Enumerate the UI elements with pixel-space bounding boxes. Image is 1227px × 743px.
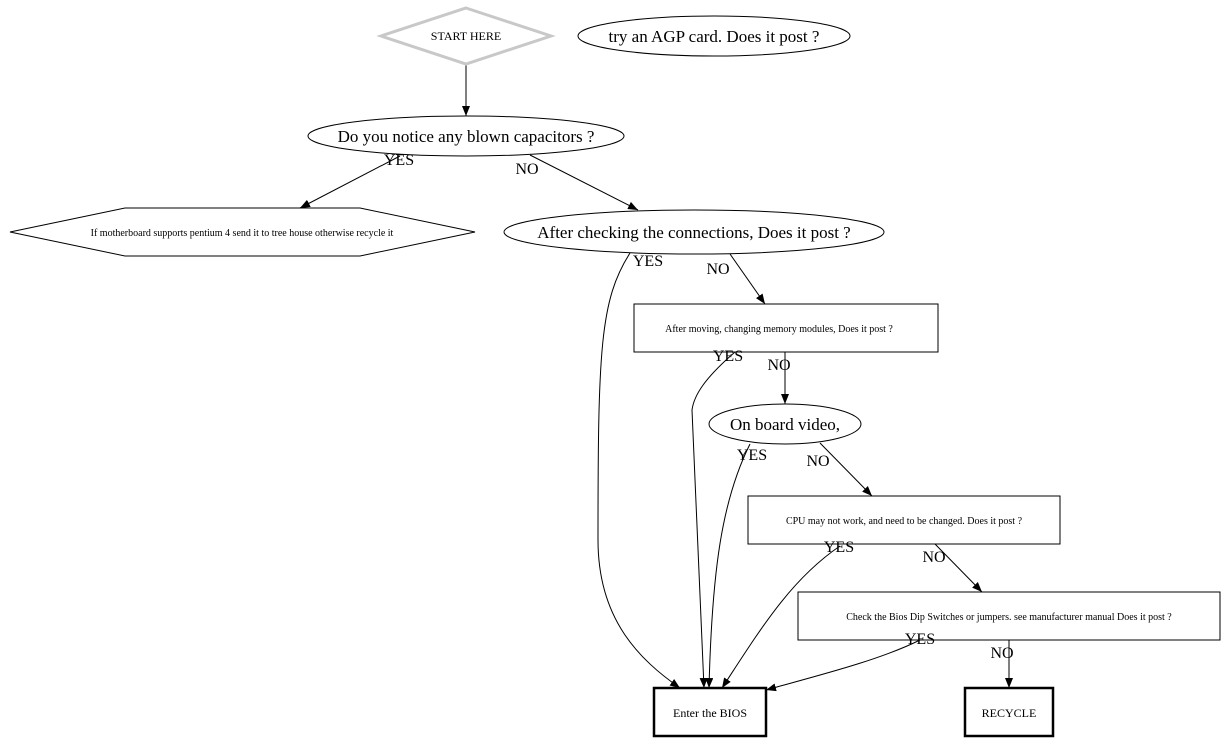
edge-label-video-yes: YES <box>737 447 767 464</box>
node-memory-label: After moving, changing memory modules, D… <box>665 324 893 335</box>
node-video-label: On board video, <box>730 415 840 434</box>
edge-video-yes <box>705 443 751 689</box>
node-cpu-label: CPU may not work, and need to be changed… <box>786 516 1023 527</box>
node-capacitors-label: Do you notice any blown capacitors ? <box>338 127 595 146</box>
edge-connections-yes <box>597 252 681 689</box>
edge-bios-dip-yes <box>765 639 921 692</box>
node-pentium-label: If motherboard supports pentium 4 send i… <box>91 228 394 239</box>
node-connections-label: After checking the connections, Does it … <box>537 223 850 242</box>
node-bios-dip-label: Check the Bios Dip Switches or jumpers. … <box>846 612 1172 623</box>
edge-connections-no <box>729 253 766 305</box>
edge-label-video-no: NO <box>806 453 829 470</box>
node-memory: After moving, changing memory modules, D… <box>633 303 939 353</box>
node-start: START HERE <box>376 6 556 66</box>
node-capacitors: Do you notice any blown capacitors ? <box>307 115 625 157</box>
edge-cpu-yes <box>721 545 841 689</box>
node-enter-bios: Enter the BIOS <box>652 686 768 738</box>
edge-capacitors-no <box>529 154 639 211</box>
edge-label-memory-no: NO <box>767 357 790 374</box>
edge-label-capacitors-yes: YES <box>384 152 414 169</box>
node-bios-dip: Check the Bios Dip Switches or jumpers. … <box>797 591 1221 641</box>
edge-label-connections-no: NO <box>706 261 729 278</box>
edge-memory-yes <box>691 351 736 689</box>
node-cpu: CPU may not work, and need to be changed… <box>747 495 1061 545</box>
edge-label-capacitors-no: NO <box>515 161 538 178</box>
edge-label-bios-dip-no: NO <box>990 645 1013 662</box>
node-video: On board video, <box>708 403 862 445</box>
node-recycle-label: RECYCLE <box>982 706 1037 720</box>
node-start-label: START HERE <box>431 29 501 43</box>
edge-cpu-no <box>934 543 983 593</box>
node-agp: try an AGP card. Does it post ? <box>577 15 851 57</box>
node-enter-bios-label: Enter the BIOS <box>673 706 747 720</box>
node-recycle: RECYCLE <box>963 686 1055 738</box>
edge-label-memory-yes: YES <box>713 348 743 365</box>
edge-video-no <box>819 442 873 497</box>
edge-label-cpu-yes: YES <box>824 539 854 556</box>
edge-label-cpu-no: NO <box>922 549 945 566</box>
node-pentium: If motherboard supports pentium 4 send i… <box>9 207 476 257</box>
edge-label-bios-dip-yes: YES <box>905 631 935 648</box>
edge-capacitors-yes <box>299 155 401 209</box>
node-connections: After checking the connections, Does it … <box>503 209 885 255</box>
edge-label-connections-yes: YES <box>633 253 663 270</box>
node-agp-label: try an AGP card. Does it post ? <box>609 27 820 46</box>
